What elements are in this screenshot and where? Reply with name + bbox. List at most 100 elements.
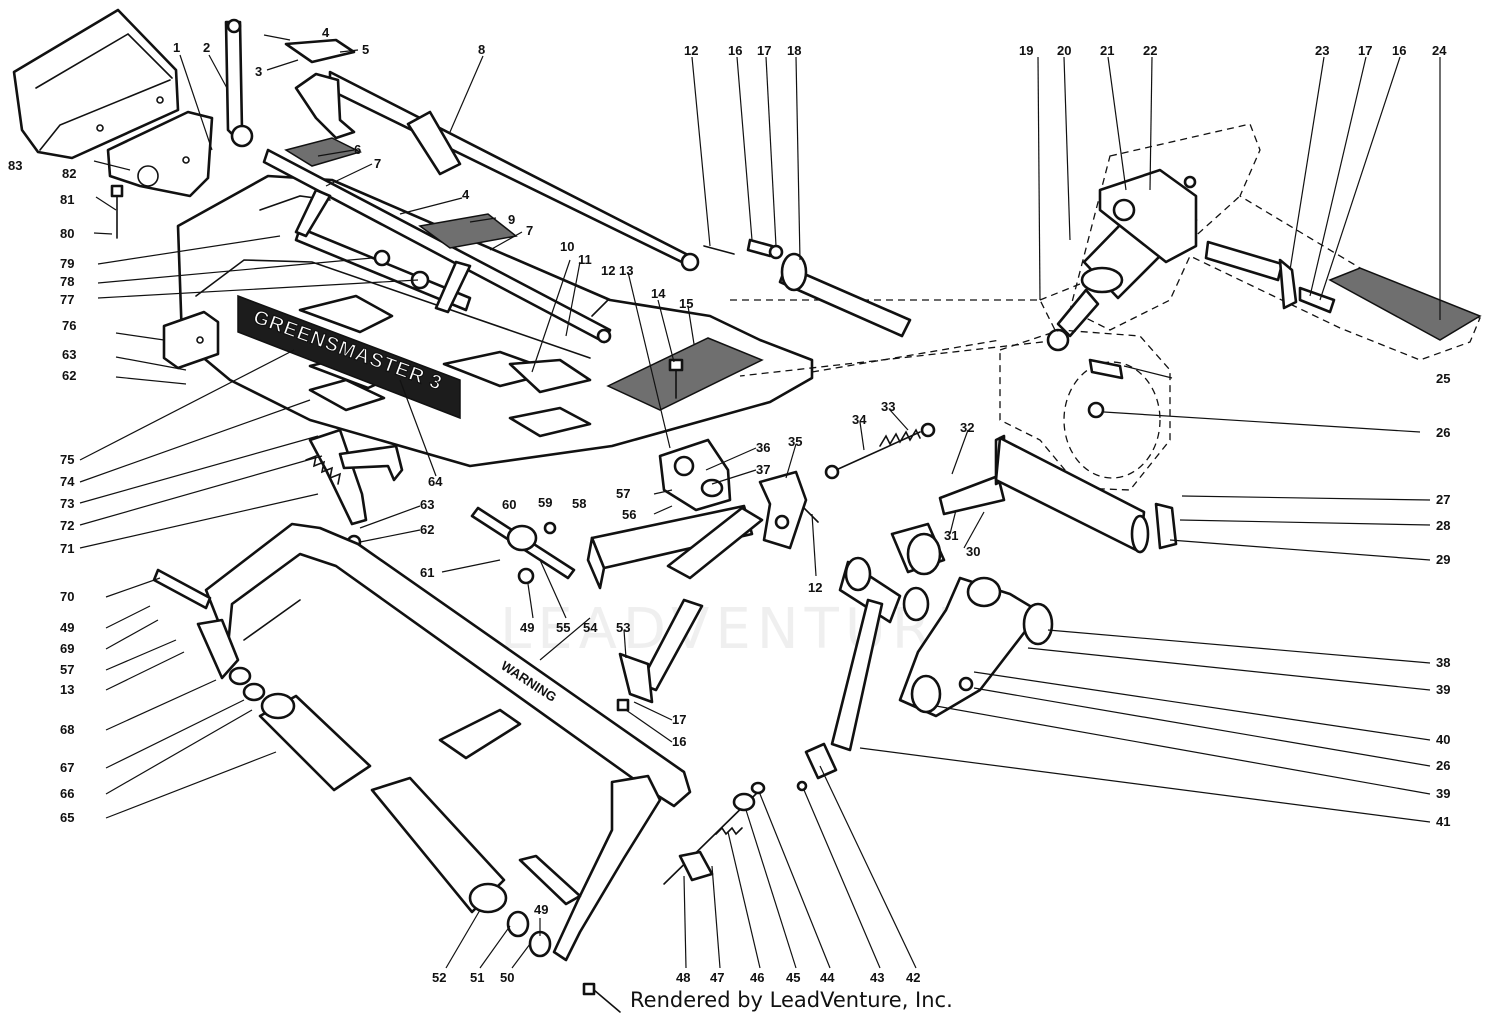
callout-34: 34	[852, 412, 867, 427]
callout-72: 72	[60, 518, 74, 533]
callout-56: 56	[622, 507, 636, 522]
callout-60: 60	[502, 497, 516, 512]
callout-83: 83	[8, 158, 22, 173]
callout-42: 42	[906, 970, 920, 985]
callout-45: 45	[786, 970, 800, 985]
callout-47: 47	[710, 970, 724, 985]
callout-63-lower: 63	[420, 497, 434, 512]
callout-14: 14	[651, 286, 666, 301]
callout-57: 57	[616, 486, 630, 501]
callout-69: 69	[60, 641, 74, 656]
callout-40: 40	[1436, 732, 1450, 747]
plate-75	[308, 378, 386, 412]
callout-17: 17	[757, 43, 771, 58]
callout-10: 10	[560, 239, 574, 254]
callout-43: 43	[870, 970, 884, 985]
callout-73: 73	[60, 496, 74, 511]
callout-52: 52	[432, 970, 446, 985]
callout-7-lower: 7	[526, 223, 533, 238]
callout-53: 53	[616, 620, 630, 635]
center-bracket	[658, 438, 808, 550]
pedal-5	[284, 38, 356, 64]
callout-13: 13	[619, 263, 633, 278]
callout-labels: 1 2 3 4 5 8 12 16 17 18 19 20 21 22 23 1…	[8, 25, 1450, 985]
callout-81: 81	[60, 192, 74, 207]
callout-6: 6	[354, 142, 361, 157]
hydraulic-cylinder	[1046, 168, 1198, 352]
pin-12	[591, 245, 819, 523]
housing	[999, 329, 1171, 491]
grit-pad-15	[606, 337, 764, 411]
callout-67: 67	[60, 760, 74, 775]
callout-78: 78	[60, 274, 74, 289]
callout-62: 62	[62, 368, 76, 383]
callout-74: 74	[60, 474, 75, 489]
callout-4-lower: 4	[462, 187, 470, 202]
callout-59: 59	[538, 495, 552, 510]
callout-5: 5	[362, 42, 369, 57]
callout-37: 37	[756, 462, 770, 477]
callout-68: 68	[60, 722, 74, 737]
callout-41: 41	[1436, 814, 1450, 829]
callout-58: 58	[572, 496, 586, 511]
callout-39-lower: 39	[1436, 786, 1450, 801]
callout-33: 33	[881, 399, 895, 414]
callout-16-right: 16	[1392, 43, 1406, 58]
bolt-81	[110, 184, 124, 239]
callout-51: 51	[470, 970, 484, 985]
pedal-6	[284, 137, 363, 167]
callout-48: 48	[676, 970, 690, 985]
callout-12: 12	[684, 43, 698, 58]
callout-30: 30	[966, 544, 980, 559]
callout-20: 20	[1057, 43, 1071, 58]
box-76	[162, 310, 220, 370]
callout-27: 27	[1436, 492, 1450, 507]
callout-24: 24	[1432, 43, 1447, 58]
seat-cover	[12, 8, 180, 160]
callout-16: 16	[728, 43, 742, 58]
callout-25: 25	[1436, 371, 1450, 386]
callout-28: 28	[1436, 518, 1450, 533]
callout-71: 71	[60, 541, 74, 556]
seat-bracket	[106, 110, 214, 198]
callout-61: 61	[420, 565, 434, 580]
callout-46: 46	[750, 970, 764, 985]
connector-55	[470, 506, 576, 585]
callout-39: 39	[1436, 682, 1450, 697]
roller-frame: WARNING	[196, 522, 692, 962]
callout-49-mid: 49	[520, 620, 534, 635]
callout-21: 21	[1100, 43, 1114, 58]
callout-15: 15	[679, 296, 693, 311]
callout-38: 38	[1436, 655, 1450, 670]
link-53	[616, 506, 764, 712]
callout-36: 36	[756, 440, 770, 455]
arm-assembly	[938, 434, 1178, 554]
callout-63: 63	[62, 347, 76, 362]
callout-26: 26	[1436, 425, 1450, 440]
callout-31: 31	[944, 528, 958, 543]
callout-29: 29	[1436, 552, 1450, 567]
callout-26-lower: 26	[1436, 758, 1450, 773]
bolt-14	[668, 358, 684, 399]
callout-23: 23	[1315, 43, 1329, 58]
roller-right	[370, 776, 582, 958]
callout-32: 32	[960, 420, 974, 435]
callout-12-mid: 12	[601, 263, 615, 278]
callout-79: 79	[60, 256, 74, 271]
callout-76: 76	[62, 318, 76, 333]
callout-7: 7	[374, 156, 381, 171]
callout-77: 77	[60, 292, 74, 307]
callout-17-right: 17	[1358, 43, 1372, 58]
callout-35: 35	[788, 434, 802, 449]
callout-4: 4	[322, 25, 330, 40]
callout-54: 54	[583, 620, 598, 635]
callout-57-left: 57	[60, 662, 74, 677]
callout-17-lower: 17	[672, 712, 686, 727]
callout-11: 11	[578, 252, 592, 267]
leader-lines	[79, 34, 1441, 969]
callout-80: 80	[60, 226, 74, 241]
callout-49-lower: 49	[534, 902, 548, 917]
callout-16-lower: 16	[672, 734, 686, 749]
rod-70	[152, 568, 212, 610]
